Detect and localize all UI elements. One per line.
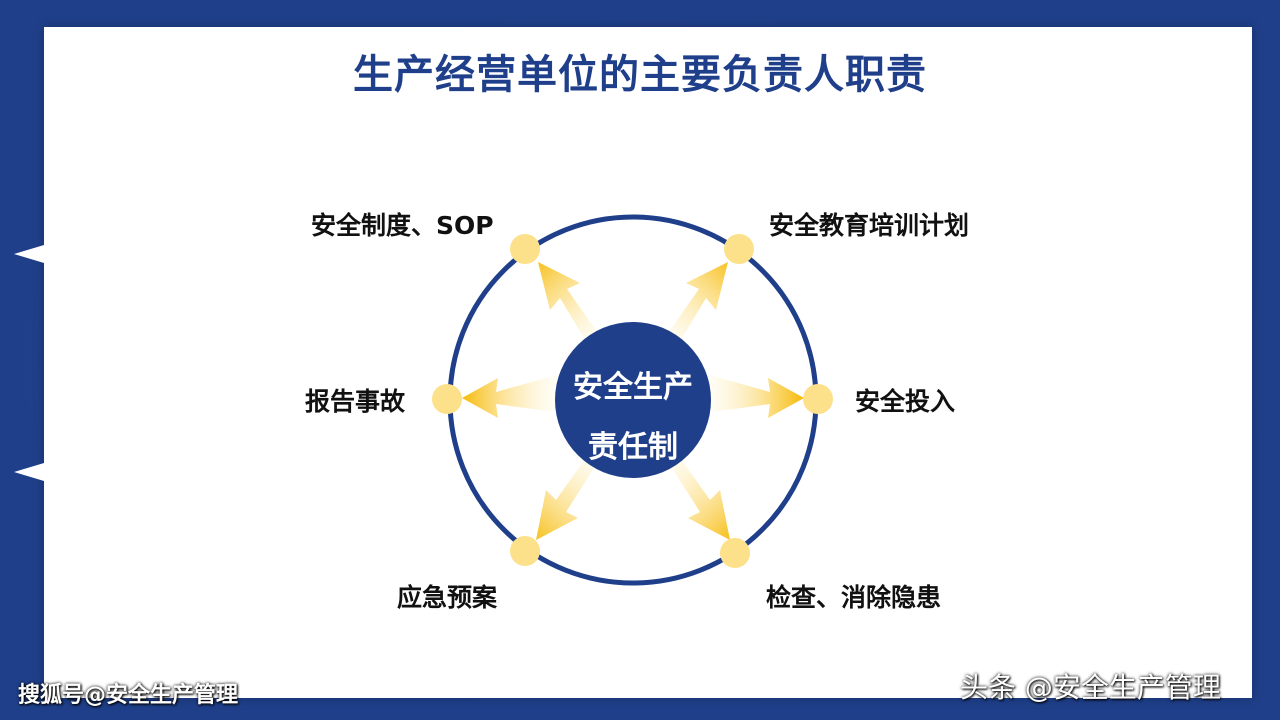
frame-notch-lower — [14, 463, 44, 481]
center-label-line2: 责任制 — [588, 430, 678, 465]
node-inspection — [720, 538, 750, 568]
label-training: 安全教育培训计划 — [769, 211, 970, 240]
node-emergency — [510, 536, 540, 566]
label-report: 报告事故 — [305, 387, 406, 416]
node-training — [724, 234, 754, 264]
node-investment — [803, 384, 833, 414]
center-circle — [555, 322, 711, 478]
arrow-to-training — [646, 262, 728, 348]
center-label-line1: 安全生产 — [573, 370, 693, 405]
label-investment: 安全投入 — [855, 387, 956, 416]
arrow-to-investment — [700, 374, 804, 418]
label-inspection: 检查、消除隐患 — [766, 583, 942, 612]
watermark-left: 搜狐号@安全生产管理 — [18, 683, 239, 708]
arrow-to-sop — [538, 262, 620, 348]
label-sop: 安全制度、SOP — [311, 211, 494, 240]
arrow-to-report — [462, 374, 566, 418]
arrow-to-inspection — [648, 452, 730, 540]
node-report — [432, 384, 462, 414]
page-title: 生产经营单位的主要负责人职责 — [353, 52, 927, 98]
arrow-to-emergency — [536, 452, 618, 540]
node-sop — [510, 234, 540, 264]
watermark-right: 头条 @安全生产管理 — [960, 671, 1221, 704]
label-emergency: 应急预案 — [397, 583, 498, 612]
frame-notch-upper — [14, 245, 44, 263]
